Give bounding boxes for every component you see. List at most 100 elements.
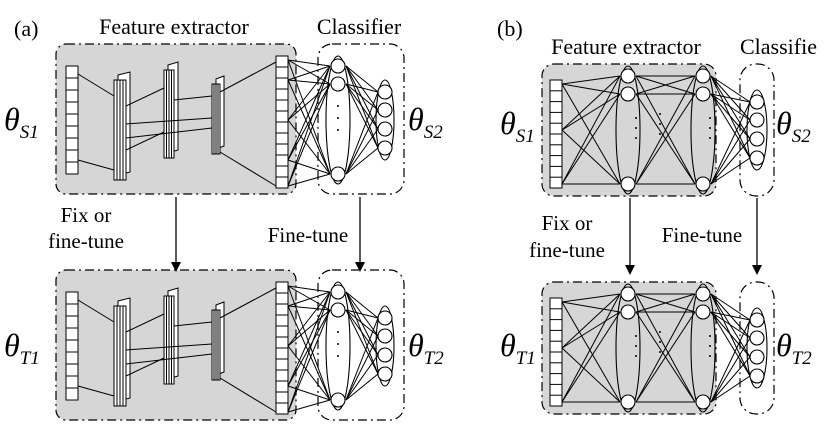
classifier-box xyxy=(739,281,775,415)
output-neuron xyxy=(749,131,765,147)
hidden-neuron xyxy=(330,76,346,92)
connection-line xyxy=(710,319,751,403)
output-layer-capsule xyxy=(375,79,395,161)
ellipsis-dot xyxy=(337,129,339,131)
hidden-neuron xyxy=(330,392,346,408)
hidden-layer-capsule xyxy=(325,55,351,185)
output-neuron xyxy=(749,330,765,346)
hidden-layer-capsule xyxy=(325,281,351,411)
ellipsis-dot xyxy=(635,335,637,337)
ellipsis-dot xyxy=(659,341,661,343)
output-neuron xyxy=(377,347,393,363)
hidden-neuron xyxy=(695,304,711,320)
connection-line xyxy=(125,353,213,365)
connection-line xyxy=(125,313,165,333)
panel-b-target-classifier xyxy=(710,281,775,415)
connection-line xyxy=(287,65,331,161)
extractor-box xyxy=(541,63,717,197)
connection-line xyxy=(287,65,331,121)
connection-line xyxy=(345,309,379,375)
hidden-neuron xyxy=(330,284,346,300)
output-neuron xyxy=(749,349,765,365)
connection-line xyxy=(287,65,331,187)
hidden-neuron xyxy=(330,302,346,318)
connection-line xyxy=(345,317,379,401)
panel-a: (a) Feature extractor Classifier θS1 θS2… xyxy=(4,14,444,421)
connection-line xyxy=(710,138,751,185)
connection-line xyxy=(287,385,331,401)
connection-line xyxy=(561,301,621,313)
connection-line xyxy=(635,311,696,403)
classifier-box xyxy=(317,269,405,421)
connection-line xyxy=(561,293,621,403)
hidden-neuron xyxy=(695,286,711,302)
ellipsis-dot xyxy=(337,343,339,345)
connection-line xyxy=(287,291,331,347)
hidden-neuron xyxy=(695,86,711,102)
connection-line xyxy=(345,109,379,175)
connection-line xyxy=(561,93,621,131)
panel-b-feature-extractor-title: Feature extractor xyxy=(551,34,701,59)
connection-line xyxy=(635,293,696,313)
connection-line xyxy=(287,119,331,175)
connection-line xyxy=(561,347,621,403)
connection-line xyxy=(287,173,331,187)
classifier-box xyxy=(317,43,405,195)
panel-a-theta-s2: θS2 xyxy=(408,101,443,143)
connection-line xyxy=(77,299,115,323)
output-neuron xyxy=(377,310,393,326)
connection-line xyxy=(125,343,213,351)
connection-line xyxy=(710,101,751,185)
connection-line xyxy=(287,309,331,413)
connection-line xyxy=(710,293,751,321)
ellipsis-dot xyxy=(337,117,339,119)
panel-b-theta-s2: θS2 xyxy=(776,105,811,147)
connection-line xyxy=(287,59,331,175)
ellipsis-dot xyxy=(635,355,637,357)
connection-line xyxy=(219,61,277,93)
classifier-box xyxy=(739,63,775,197)
connection-line xyxy=(345,91,379,175)
connection-line xyxy=(77,73,115,97)
panel-b-source-extractor xyxy=(541,63,717,197)
connection-line xyxy=(345,291,379,319)
input-column xyxy=(65,65,79,175)
hidden-layer-1-capsule xyxy=(615,65,641,195)
panel-a-theta-t1: θT1 xyxy=(4,327,40,369)
output-neuron xyxy=(749,94,765,110)
connection-line xyxy=(345,83,379,149)
panel-a-target-classifier xyxy=(287,269,405,421)
output-layer-capsule xyxy=(746,307,768,389)
panel-a-classifier-title: Classifier xyxy=(317,14,402,39)
ellipsis-dot xyxy=(659,123,661,125)
ellipsis-dot xyxy=(709,355,711,357)
connection-line xyxy=(125,131,165,151)
connection-line xyxy=(561,75,621,131)
connection-line xyxy=(345,128,379,175)
hidden-neuron xyxy=(330,166,346,182)
output-neuron xyxy=(749,150,765,166)
connection-line xyxy=(345,309,379,319)
hidden-layer-2-capsule xyxy=(690,65,716,195)
ellipsis-dot xyxy=(709,127,711,129)
connection-line xyxy=(125,117,213,125)
panel-b-theta-t1: θT1 xyxy=(500,327,536,369)
connection-line xyxy=(635,75,696,95)
panel-b-theta-t2: θT2 xyxy=(776,327,812,369)
panel-a-tag: (a) xyxy=(14,16,38,41)
connection-line xyxy=(710,157,751,185)
hidden-neuron xyxy=(330,58,346,74)
connection-line xyxy=(287,65,331,81)
connection-line xyxy=(345,335,379,401)
connection-line xyxy=(561,311,621,403)
connection-line xyxy=(561,301,621,403)
connection-line xyxy=(219,151,277,187)
connection-line xyxy=(219,287,277,319)
panel-b-classifier-title: Classifie xyxy=(740,34,817,59)
connection-line xyxy=(287,309,331,387)
connection-line xyxy=(287,309,331,347)
connection-line xyxy=(287,83,331,187)
connection-line xyxy=(561,93,621,185)
hidden-neuron xyxy=(620,286,636,302)
